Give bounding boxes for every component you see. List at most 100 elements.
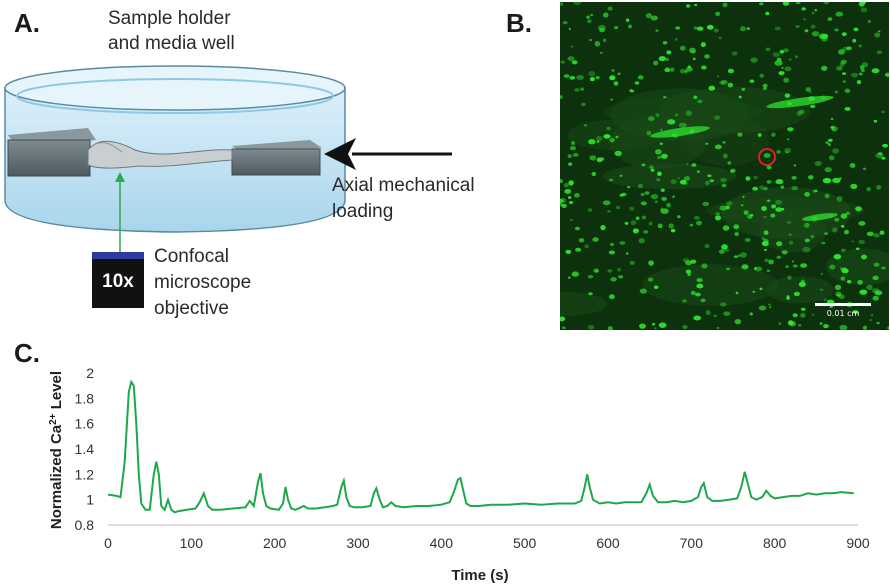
osteocyte-cell — [560, 179, 563, 183]
osteocyte-cell — [561, 203, 567, 208]
osteocyte-cell — [607, 210, 611, 213]
osteocyte-cell — [704, 180, 710, 186]
osteocyte-cell — [856, 80, 862, 85]
scale-bar-label: 0.01 cm — [826, 309, 860, 318]
osteocyte-cell — [594, 41, 601, 47]
osteocyte-cell — [707, 174, 712, 178]
osteocyte-cell — [614, 150, 622, 157]
osteocyte-cell — [757, 133, 762, 137]
osteocyte-cell — [775, 200, 782, 205]
osteocyte-cell — [754, 266, 763, 272]
tissue-texture — [721, 187, 852, 240]
osteocyte-cell — [775, 207, 783, 212]
osteocyte-cell — [882, 143, 889, 148]
osteocyte-cell — [678, 122, 687, 128]
osteocyte-cell — [684, 70, 688, 73]
osteocyte-cell — [588, 292, 593, 296]
osteocyte-cell — [696, 170, 700, 173]
osteocyte-cell — [859, 2, 867, 5]
osteocyte-cell — [562, 21, 568, 25]
osteocyte-cell — [812, 189, 818, 193]
osteocyte-cell — [639, 323, 646, 329]
osteocyte-cell — [702, 201, 710, 207]
osteocyte-cell — [689, 47, 696, 54]
fluorescent-cells — [560, 2, 889, 330]
osteocyte-cell — [608, 178, 614, 182]
osteocyte-cell — [749, 312, 753, 316]
osteocyte-cell — [842, 46, 848, 52]
osteocyte-cell — [758, 305, 767, 311]
osteocyte-cell — [787, 275, 792, 280]
osteocyte-cell — [857, 279, 863, 285]
media-well-illustration — [4, 65, 452, 252]
osteocyte-cell — [852, 38, 857, 43]
osteocyte-cell — [887, 326, 889, 330]
osteocyte-cell — [578, 238, 585, 243]
osteocyte-cell — [677, 177, 681, 180]
osteocyte-cell — [675, 26, 681, 30]
osteocyte-cell — [725, 205, 730, 210]
objective-label-line3: objective — [154, 298, 229, 319]
osteocyte-cell — [759, 185, 764, 190]
tissue-texture — [560, 291, 608, 317]
osteocyte-cell — [788, 240, 794, 245]
osteocyte-cell — [824, 232, 829, 236]
osteocyte-cell — [753, 175, 759, 180]
osteocyte-cell — [830, 126, 835, 129]
scale-bar: 0.01 cm — [815, 303, 871, 318]
osteocyte-cell — [769, 306, 772, 309]
osteocyte-cell — [621, 192, 627, 197]
osteocyte-cell — [714, 215, 722, 221]
osteocyte-cell — [796, 111, 802, 117]
osteocyte-cell — [617, 267, 621, 272]
osteocyte-cell — [733, 255, 738, 259]
osteocyte-cell — [571, 271, 579, 277]
osteocyte-cell — [629, 260, 635, 265]
osteocyte-cell — [685, 4, 691, 8]
osteocyte-cell — [664, 67, 671, 73]
osteocyte-cell — [863, 167, 866, 171]
osteocyte-cell — [798, 281, 806, 287]
osteocyte-cell — [842, 72, 847, 75]
osteocyte-cell — [841, 32, 847, 37]
osteocyte-cell — [804, 238, 810, 243]
osteocyte-cell — [587, 324, 595, 330]
bright-streak — [766, 95, 834, 109]
osteocyte-cell — [840, 276, 846, 281]
x-tick-label: 900 — [846, 535, 870, 551]
osteocyte-cell — [693, 26, 698, 30]
osteocyte-cell — [800, 312, 806, 318]
osteocyte-cell — [696, 220, 702, 226]
osteocyte-cell — [737, 132, 743, 137]
osteocyte-cell — [774, 60, 783, 66]
osteocyte-cell — [786, 101, 792, 106]
osteocyte-cell — [595, 135, 603, 142]
osteocyte-cell — [849, 163, 856, 168]
osteocyte-cell — [705, 310, 711, 316]
x-tick-label: 800 — [763, 535, 787, 551]
confocal-image: 0.01 cm — [560, 2, 889, 330]
osteocyte-cell — [635, 216, 640, 221]
osteocyte-cell — [820, 272, 824, 275]
osteocyte-cell — [809, 91, 812, 94]
panel-c-label: C. — [14, 338, 40, 368]
osteocyte-cell — [660, 128, 663, 132]
osteocyte-cell — [689, 129, 694, 134]
osteocyte-cell — [807, 102, 810, 105]
osteocyte-cell — [821, 241, 826, 245]
x-tick-label: 0 — [104, 535, 112, 551]
osteocyte-cell — [828, 138, 833, 142]
osteocyte-cell — [696, 26, 704, 31]
osteocyte-cell — [670, 228, 676, 233]
osteocyte-cell — [592, 237, 599, 242]
osteocyte-cell — [749, 79, 755, 83]
osteocyte-cell — [561, 326, 566, 330]
osteocyte-cell — [742, 195, 745, 198]
osteocyte-cell — [624, 221, 629, 225]
osteocyte-cell — [607, 326, 613, 330]
osteocyte-cell — [803, 222, 810, 228]
osteocyte-cell — [840, 224, 845, 228]
osteocyte-cell — [805, 87, 812, 92]
osteocyte-cell — [768, 259, 774, 265]
osteocyte-cell — [853, 27, 859, 32]
